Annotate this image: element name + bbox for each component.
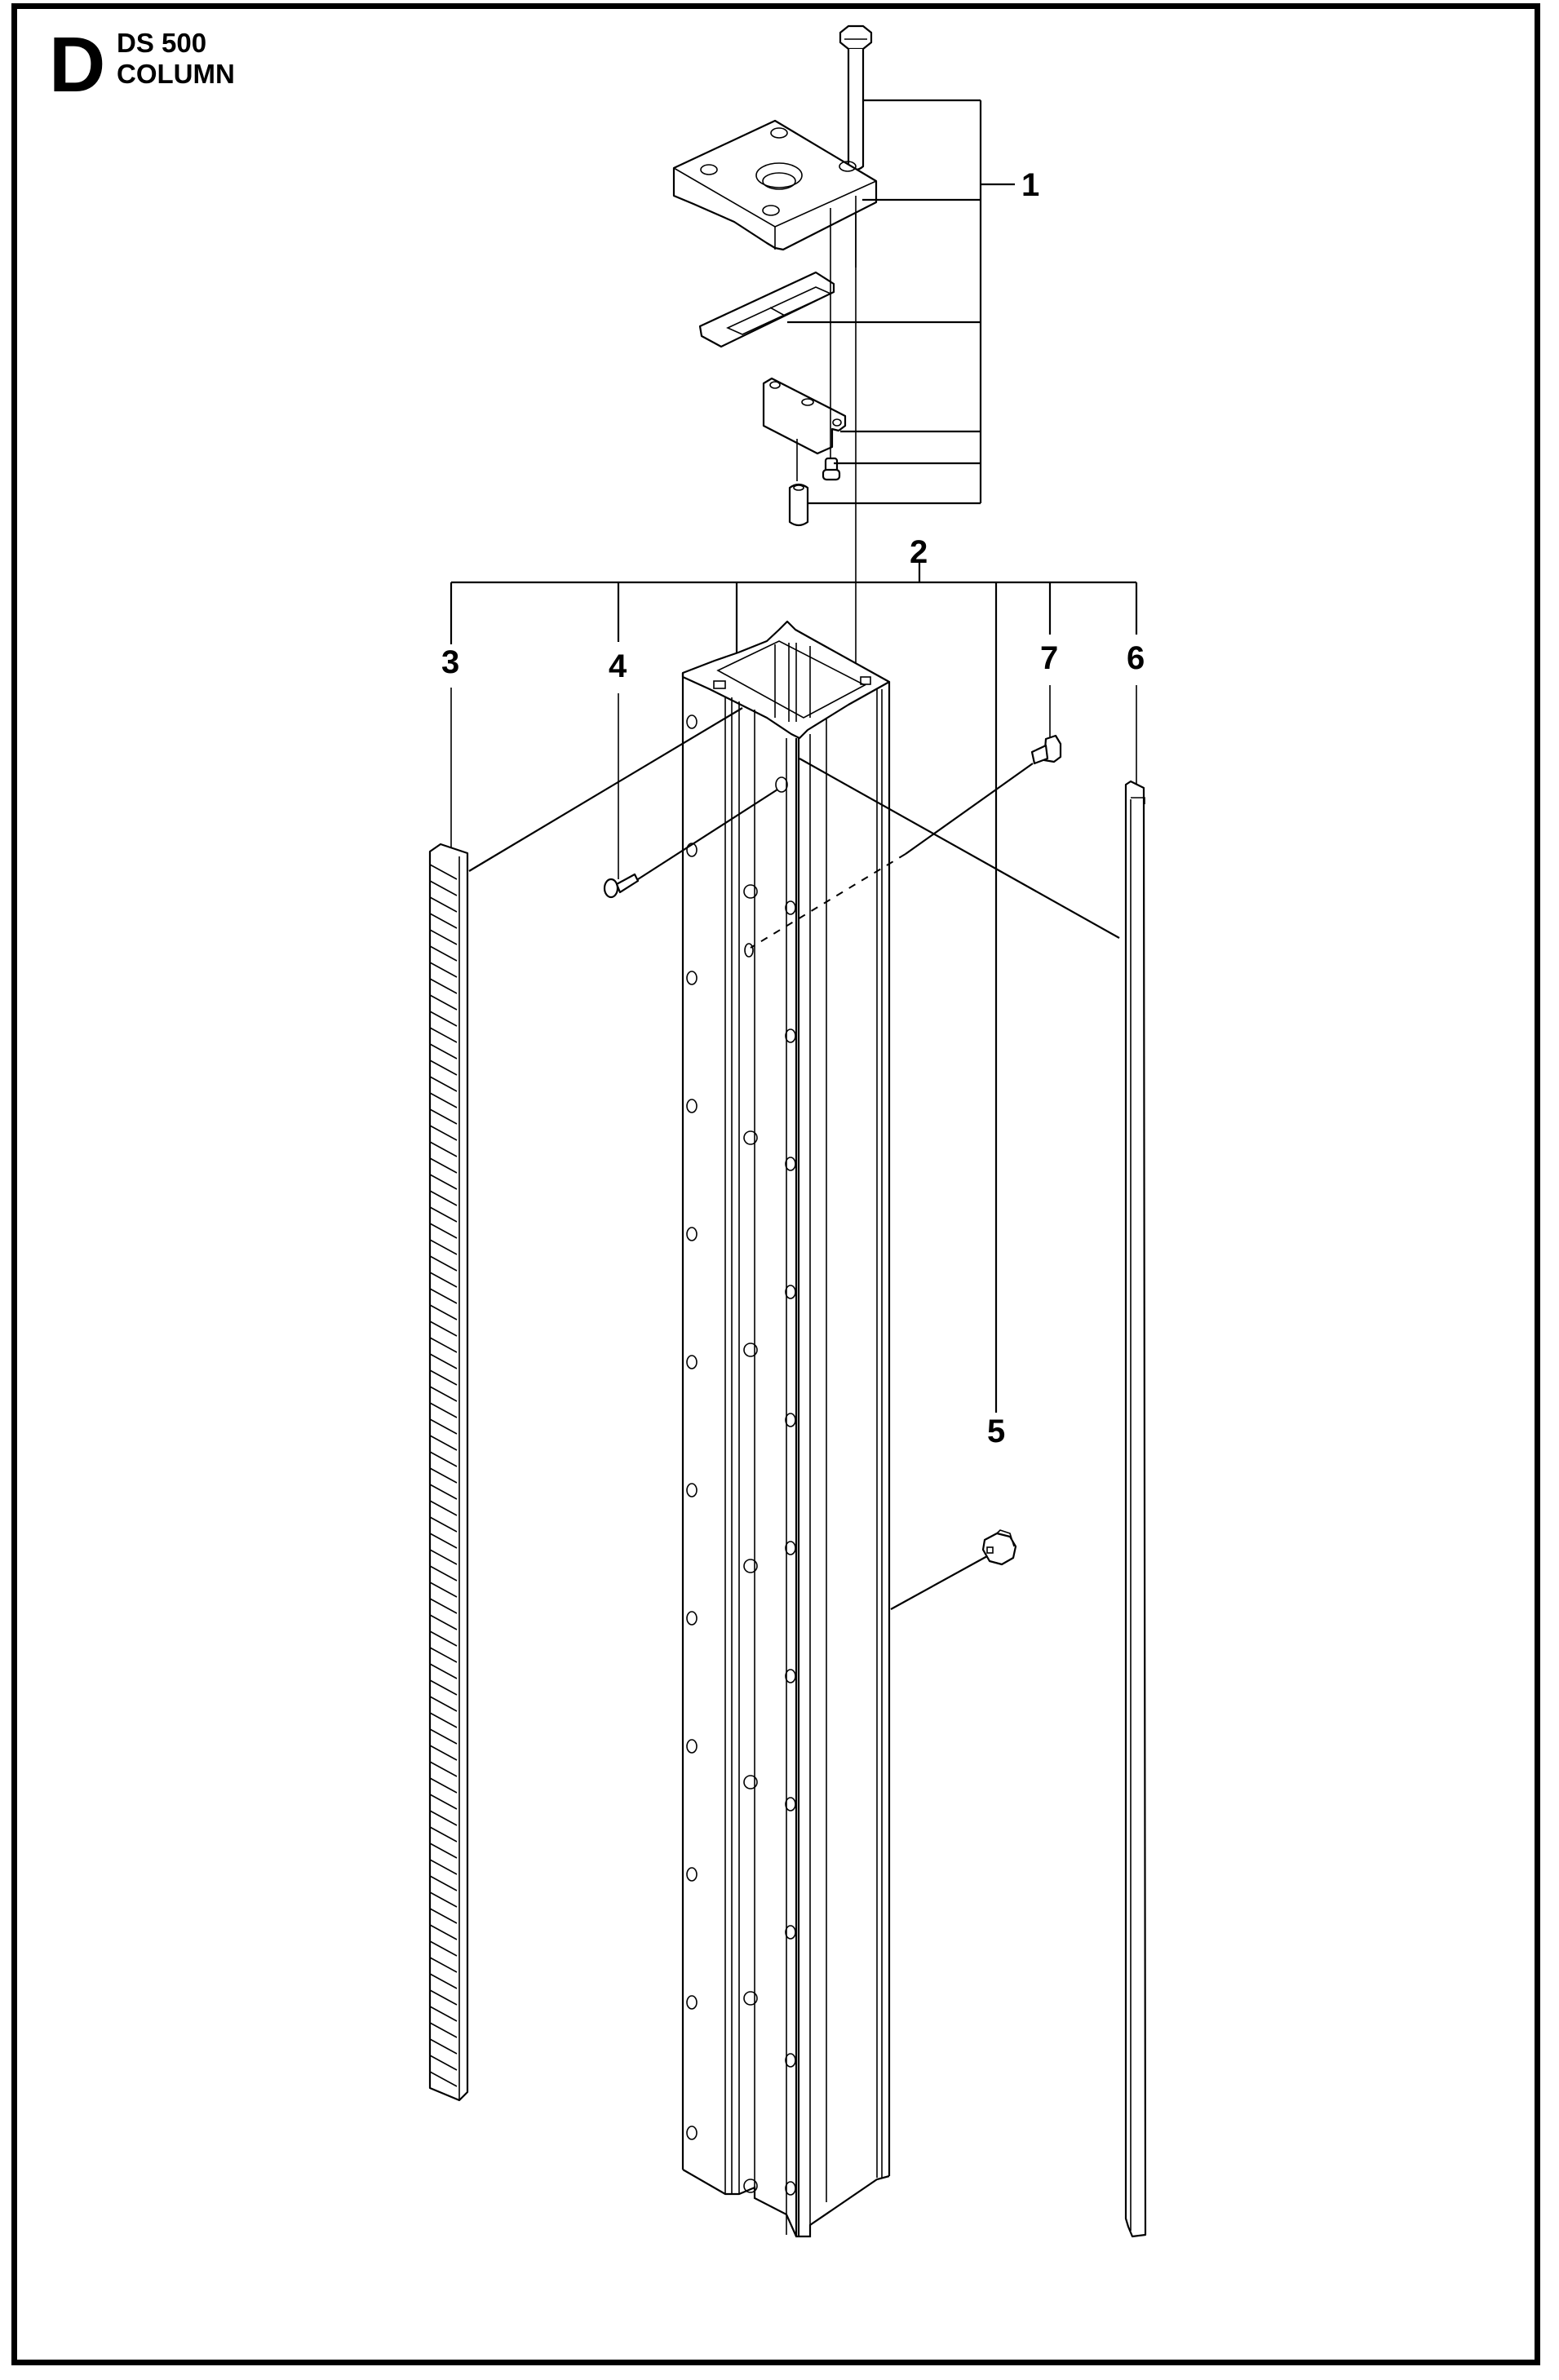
assembly-name: COLUMN [117, 59, 235, 89]
hex-bolt-icon [839, 24, 873, 171]
gear-rack[interactable] [428, 688, 743, 2102]
part-1-assembly[interactable]: 1 [672, 24, 1039, 527]
callout-5: 5 [987, 1413, 1005, 1449]
slotted-plate-icon [698, 271, 835, 348]
callout-3: 3 [441, 644, 459, 680]
callout-7: 7 [1040, 640, 1058, 676]
model-name: DS 500 [117, 28, 207, 58]
guide-rail[interactable] [799, 685, 1147, 2238]
bracket-icon [762, 377, 847, 455]
section-letter: D [49, 21, 106, 108]
callout-1-leader [787, 99, 1015, 505]
callout-6: 6 [1127, 640, 1145, 676]
rack-teeth [429, 864, 458, 2087]
column-profile[interactable] [681, 620, 891, 2238]
flange-screw[interactable] [744, 685, 1062, 958]
dowel-sleeve-icon [788, 483, 809, 527]
callout-2: 2 [910, 534, 928, 570]
top-plate-icon [672, 119, 878, 251]
callout-1: 1 [1021, 167, 1039, 203]
small-screw-icon [822, 457, 841, 481]
right-face-screws [785, 900, 796, 2196]
title-block: DS 500 COLUMN [117, 28, 235, 90]
callout-4: 4 [609, 648, 627, 684]
countersunk-screw[interactable] [603, 693, 788, 899]
nut-block[interactable] [890, 1529, 1017, 1610]
slot-pegs [743, 884, 758, 2193]
left-face-screws [686, 714, 698, 2140]
drawing-frame [11, 3, 1540, 2365]
callout-2-leader [450, 563, 1138, 1413]
